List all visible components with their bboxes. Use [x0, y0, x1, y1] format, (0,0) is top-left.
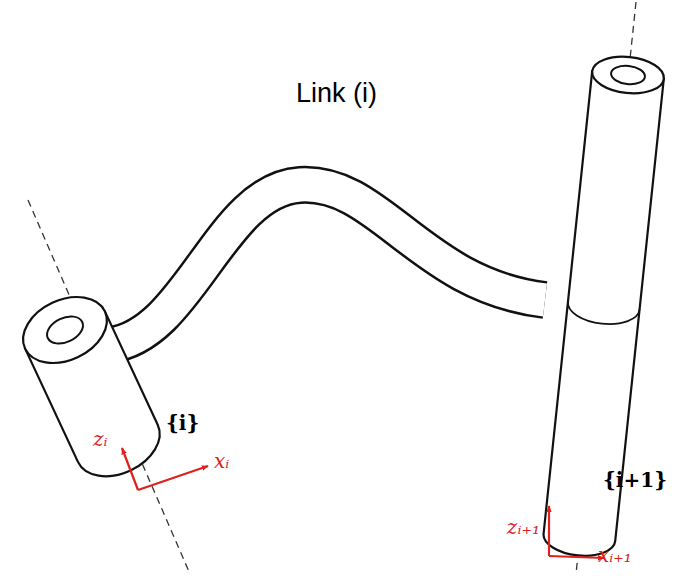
axis-label: zᵢ₊₁	[507, 516, 540, 539]
link-title: Link (i)	[296, 78, 377, 109]
link-tube-outline	[110, 185, 545, 345]
axis-label: zᵢ	[93, 428, 108, 451]
frame-label: {i}	[166, 412, 199, 435]
frame-label: {i+1}	[603, 469, 667, 492]
axis-label: xᵢ	[214, 450, 229, 473]
left-joint-cylinder	[12, 284, 170, 489]
frame-i1-axes	[549, 506, 604, 558]
link-tube	[110, 185, 545, 345]
axis-label: xᵢ₊₁	[598, 544, 632, 567]
frame-i-axes	[122, 448, 208, 490]
